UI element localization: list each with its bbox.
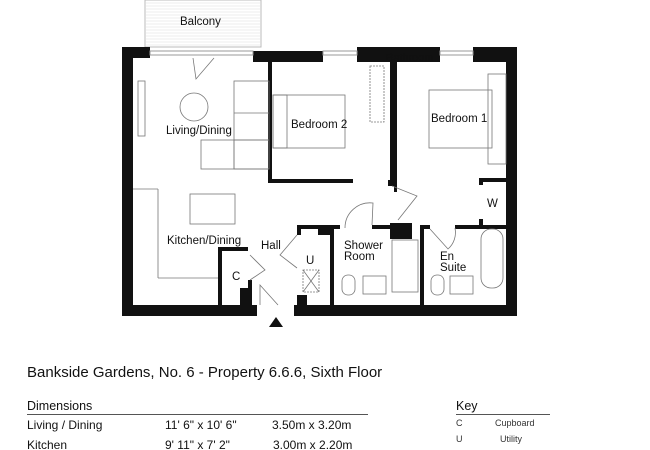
label-hall: Hall xyxy=(261,240,281,252)
label-wardrobe: W xyxy=(487,198,498,210)
key-code: C xyxy=(456,418,463,428)
label-utility: U xyxy=(306,255,314,267)
furniture xyxy=(133,57,507,306)
label-living-dining: Living/Dining xyxy=(166,125,232,137)
label-en-suite-2: Suite xyxy=(440,262,466,274)
key-meaning: Utility xyxy=(500,434,522,444)
dimension-metric: 3.50m x 3.20m xyxy=(272,418,352,432)
label-shower-room-2: Room xyxy=(344,251,375,263)
walls xyxy=(122,47,517,316)
dimension-imperial: 11' 6" x 10' 6" xyxy=(165,418,237,432)
property-title: Bankside Gardens, No. 6 - Property 6.6.6… xyxy=(27,364,383,381)
label-kitchen-dining: Kitchen/Dining xyxy=(167,235,241,247)
entrance-arrow-icon xyxy=(269,317,283,327)
dimension-room: Kitchen xyxy=(27,438,68,450)
dimensions-divider xyxy=(27,414,368,415)
floor-plan: Balcony Bathroom Living/Dining Bedroom 2… xyxy=(122,0,517,327)
label-balcony: Balcony xyxy=(180,16,221,28)
dimension-imperial: 9' 11" x 7' 2" xyxy=(165,438,230,450)
key-divider xyxy=(456,414,550,415)
windows xyxy=(149,50,474,56)
label-en-suite-1: En xyxy=(440,251,454,263)
balcony xyxy=(144,0,262,48)
label-bathroom: Bathroom xyxy=(386,52,434,64)
label-bedroom-1: Bedroom 1 xyxy=(431,113,487,125)
key-meaning: Cupboard xyxy=(495,418,535,428)
dimensions-heading: Dimensions xyxy=(27,399,93,413)
key-heading: Key xyxy=(456,399,478,413)
dimension-metric: 3.00m x 2.20m xyxy=(273,438,353,450)
label-bedroom-2: Bedroom 2 xyxy=(291,119,347,131)
label-shower-room-1: Shower xyxy=(344,240,383,252)
room-labels: Balcony Bathroom Living/Dining Bedroom 2… xyxy=(166,16,498,283)
dimension-room: Living / Dining xyxy=(27,418,103,432)
label-cupboard: C xyxy=(232,271,240,283)
key-code: U xyxy=(456,434,463,444)
